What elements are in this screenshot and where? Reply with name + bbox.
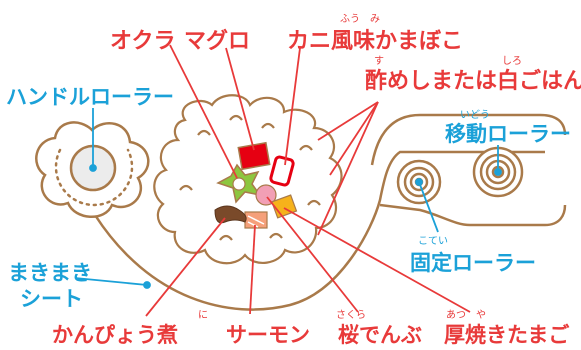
label-okura: オクラ [110,29,176,54]
leader-lines-red [145,44,471,317]
label-maguro: マグロ [184,28,250,54]
ruby-sumeshi-su: す [374,55,384,67]
label-kani: カニ風味かまぼこ [287,29,463,54]
leader-lines-blue [74,108,502,289]
label-makimaki-line1: まきまき [8,261,92,285]
ruby-kanpyo: に [198,309,208,321]
ruby-kotei: こてい [418,236,448,247]
ruby-ido: いどう [460,109,490,121]
fillings [214,141,298,229]
label-kanpyo: かんぴょう煮 [52,323,178,347]
label-sakura-denbu: 桜でんぶ [338,323,422,347]
ruby-sakura: さくら [336,309,366,321]
label-ido-roller: 移動ローラー [445,122,571,146]
label-kotei-roller: 固定ローラー [410,251,536,275]
label-sumeshi: 酢めしまたは白ごはん [365,68,581,94]
roller-track-bottom [379,203,567,227]
label-atsuyaki-tamago: 厚焼きたまご [444,323,569,347]
label-handle-roller: ハンドルローラー [6,85,174,109]
label-salmon: サーモン [226,323,310,347]
handle-roller-dotted-ring [54,148,134,207]
ruby-kani: ふう み [340,13,380,25]
sakura-denbu-filling [255,184,277,206]
label-makimaki-line2: シート [20,287,83,311]
roller-track [370,113,567,166]
ruby-sumeshi-shiro: しろ [502,55,522,67]
kanpyo-filling [214,205,247,224]
ruby-atsuyaki: あつ や [446,309,486,321]
